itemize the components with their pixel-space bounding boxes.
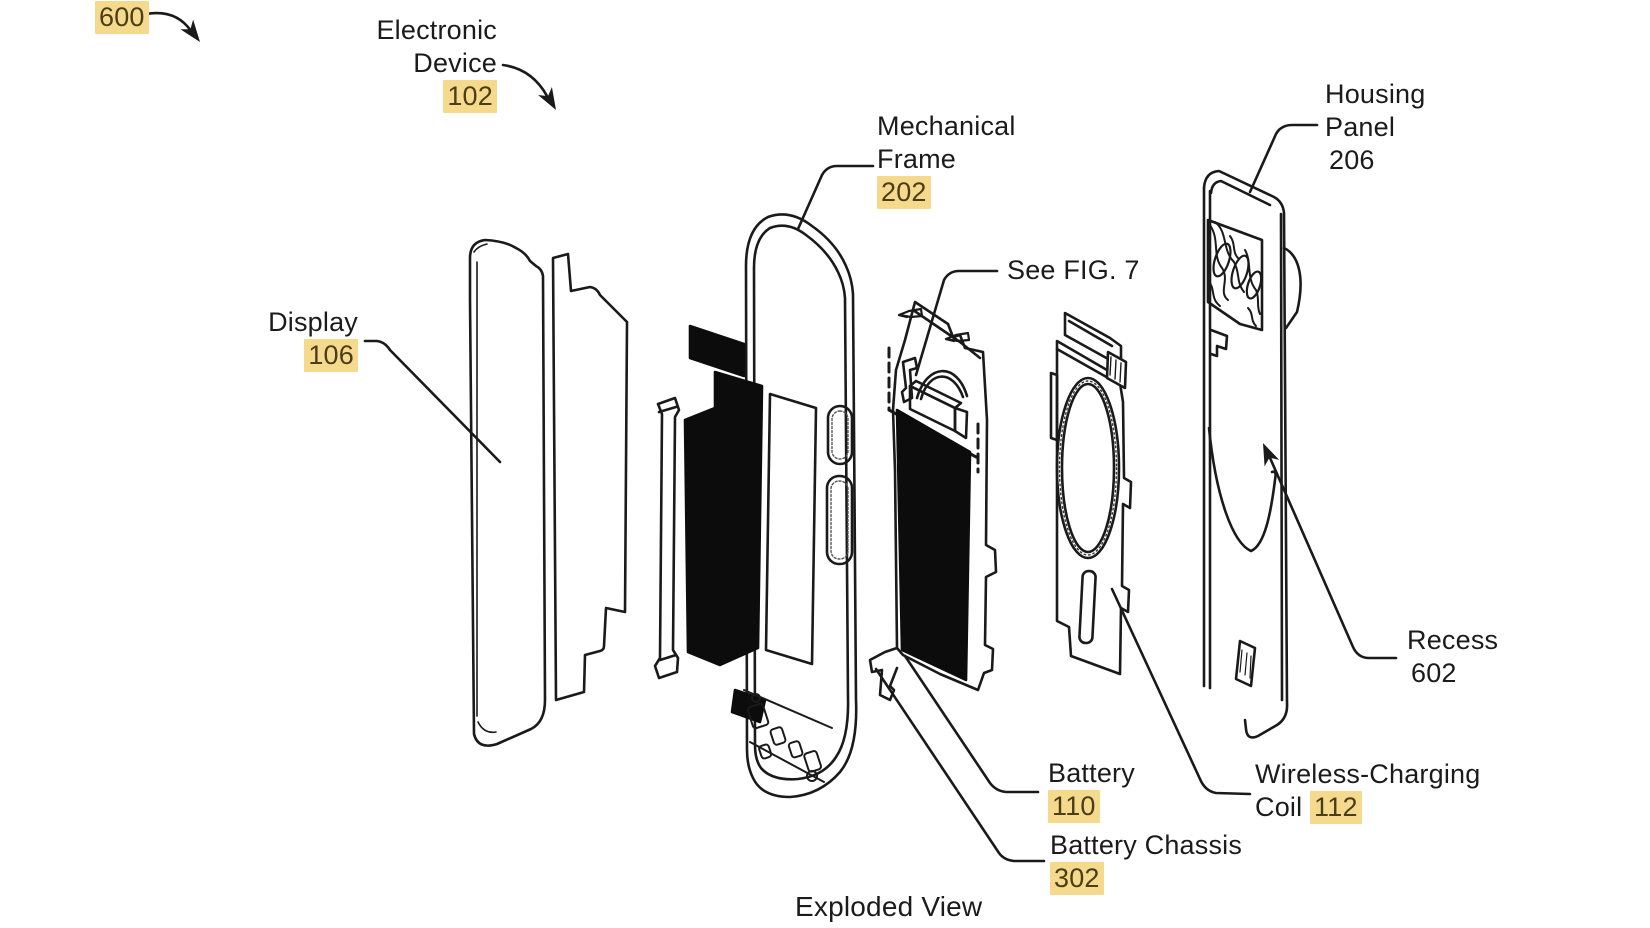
label-battery-chassis: Battery Chassis 302 xyxy=(1050,830,1243,895)
leader-display xyxy=(363,339,502,464)
label-mechanical-frame: Mechanical Frame 202 xyxy=(877,111,1016,209)
label-fig-number: 600 xyxy=(95,1,149,34)
label-battery: Battery 110 xyxy=(1048,758,1135,823)
mechanical-frame-drawing xyxy=(744,213,858,799)
ref-206: 206 xyxy=(1329,145,1375,175)
leader-battery xyxy=(903,654,1040,794)
leader-battery-chassis xyxy=(874,667,1046,863)
side-button-drawing xyxy=(825,404,854,566)
camera-module-drawing xyxy=(1206,218,1302,332)
battery-chassis-drawing xyxy=(868,300,998,702)
label-housing-panel: Housing Panel 206 xyxy=(1325,79,1426,175)
ref-602: 602 xyxy=(1411,658,1457,688)
leader-housing-panel xyxy=(1248,123,1319,194)
electronic-device-arrow xyxy=(501,63,549,98)
display-glass-drawing xyxy=(468,238,547,747)
label-recess: Recess 602 xyxy=(1407,625,1499,688)
label-display: Display 106 xyxy=(268,307,358,372)
label-see-fig-7: See FIG. 7 xyxy=(1007,255,1140,285)
display-panel-drawing xyxy=(551,252,629,702)
recess-arrowhead xyxy=(1263,443,1280,467)
figure-caption: Exploded View xyxy=(795,891,983,922)
leader-wireless-coil xyxy=(1110,587,1252,796)
screw-icon xyxy=(944,331,971,343)
leader-mechanical-frame xyxy=(796,164,875,231)
connector-cluster-drawing xyxy=(743,689,833,783)
ref-112: 112 xyxy=(1310,791,1362,824)
ref-102: 102 xyxy=(443,80,497,113)
battery-drawing xyxy=(895,408,972,682)
flex-strip-drawing xyxy=(653,396,681,680)
recess-outline xyxy=(1207,426,1277,553)
fig-number-arrow xyxy=(144,11,193,33)
ref-110: 110 xyxy=(1048,790,1100,823)
ref-600: 600 xyxy=(95,1,149,34)
ref-106: 106 xyxy=(304,339,358,372)
label-electronic-device: Electronic Device 102 xyxy=(376,15,497,113)
wireless-charging-coil-drawing xyxy=(1049,311,1133,676)
leader-see-fig xyxy=(914,269,999,377)
internal-components-drawing xyxy=(683,324,833,783)
housing-panel-drawing xyxy=(1202,169,1302,739)
leader-recess xyxy=(1265,449,1398,660)
screw-icon xyxy=(897,307,924,319)
leader-lines xyxy=(144,11,1398,863)
ref-302: 302 xyxy=(1050,862,1104,895)
label-wireless-charging-coil: Wireless-Charging Coil 112 xyxy=(1255,759,1481,824)
speaker-slot-drawing xyxy=(1234,639,1257,688)
ref-202: 202 xyxy=(877,176,931,209)
